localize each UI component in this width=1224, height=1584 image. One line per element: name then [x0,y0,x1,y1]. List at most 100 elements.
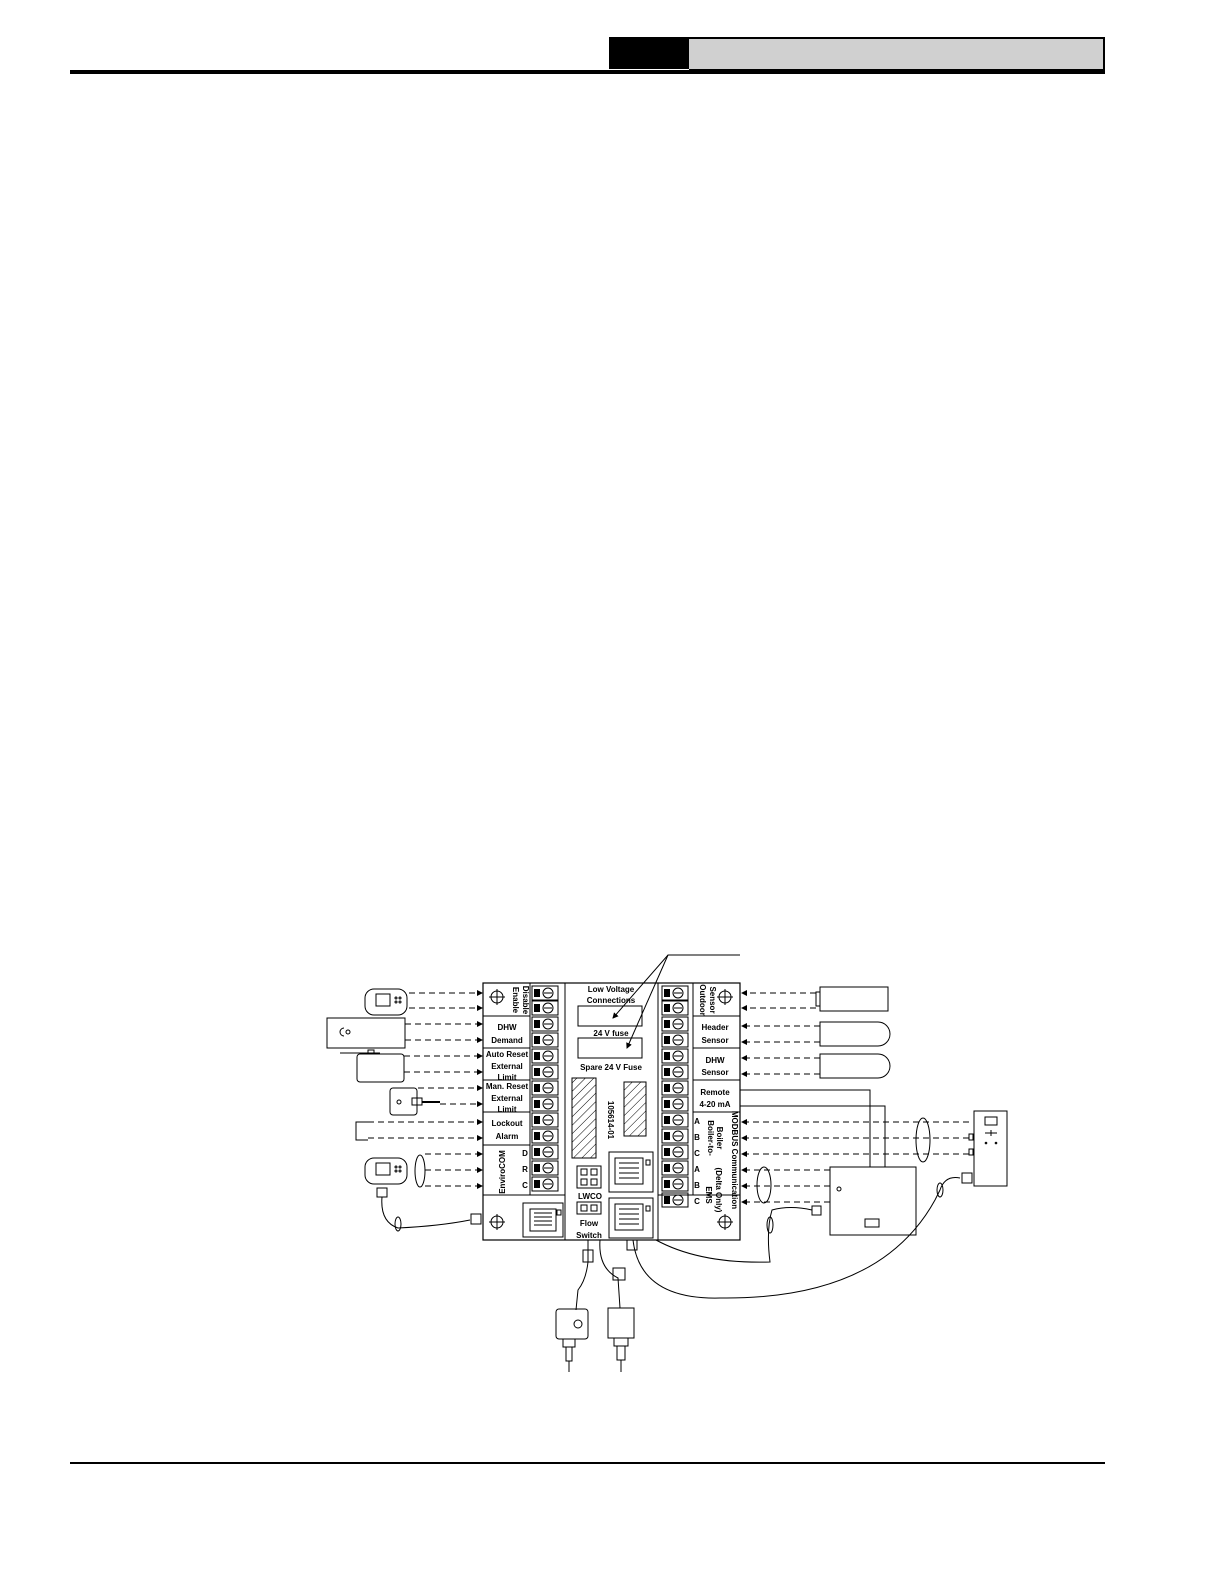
label-enable: Enable [511,987,520,1014]
spare-fuse-holder [577,1037,643,1059]
right-field-wires [741,990,969,1205]
right-terminal-strip [661,985,689,1208]
header-tab-grey [689,37,1105,71]
left-terminal-10 [531,1128,559,1144]
right-terminal-6 [661,1064,689,1080]
left-terminal-4 [531,1032,559,1048]
label-man-reset-1: Man. Reset [486,1082,529,1091]
left-terminal-3 [531,1016,559,1032]
label-dhw-1: DHW [705,1056,725,1065]
label-b2b-1: Boiler-to- [706,1120,715,1156]
label-term-b2: B [694,1181,700,1190]
label-lockout-2: Alarm [496,1132,519,1141]
label-envirocom: EnviroCOM [498,1150,507,1194]
right-terminal-12 [661,1160,689,1176]
auto-reset-limit-switch [340,1049,405,1083]
label-term-c: C [522,1181,528,1190]
label-term-a1: A [694,1117,700,1126]
center-rj-jacks [608,1151,654,1239]
label-term-b1: B [694,1133,700,1142]
envirocom-thermostat [364,1154,482,1232]
dhw-sensor [819,1053,891,1079]
label-header-2: Sensor [701,1036,728,1045]
thermostat-enable [364,988,408,1016]
left-field-wires [368,990,483,1189]
right-terminal-5 [661,1048,689,1064]
center-rj-plug [626,1239,638,1251]
flow-switch-connector [576,1201,602,1215]
label-term-c2: C [694,1197,700,1206]
dhw-aquastat [326,1017,406,1049]
label-part-number: 105614-01 [606,1101,615,1140]
left-terminal-13 [531,1176,559,1192]
label-ems-1: EMS [704,1186,713,1204]
label-b2b-2: Boiler [715,1127,724,1150]
right-terminal-13 [661,1176,689,1192]
label-outdoor-2: Sensor [708,986,717,1013]
left-section-dividers [483,1015,565,1196]
communication-cables [632,1089,961,1299]
label-dhw-demand-1: DHW [497,1023,517,1032]
left-terminal-11 [531,1144,559,1160]
right-terminal-2 [661,1000,689,1016]
lwco-sensor [599,1239,635,1372]
callout-leaders [612,954,740,1049]
header-rule [70,70,1105,74]
right-terminal-3 [661,1016,689,1032]
label-term-d: D [522,1149,528,1158]
label-spare-fuse: Spare 24 V Fuse [580,1063,642,1072]
label-man-reset-3: Limit [497,1105,516,1114]
label-lockout-1: Lockout [491,1119,522,1128]
mounting-holes [489,989,733,1230]
label-disable: Disable [521,986,530,1015]
right-terminal-4 [661,1032,689,1048]
label-term-r: R [522,1165,528,1174]
label-term-a2: A [694,1165,700,1174]
label-dhw-2: Sensor [701,1068,728,1077]
header-tab-black [609,37,689,69]
lwco-connector [576,1165,602,1189]
left-terminal-2 [531,1000,559,1016]
footer-rule [70,1462,1105,1464]
label-remote-1: Remote [700,1088,730,1097]
fuse-holder [577,1005,643,1027]
label-auto-reset-3: Limit [497,1073,516,1082]
right-terminal-11 [661,1144,689,1160]
hatched-block-left [571,1077,597,1159]
right-terminal-7 [661,1080,689,1096]
label-low-voltage-2: Connections [587,996,636,1005]
label-auto-reset-2: External [491,1062,523,1071]
flow-switch-sensor [555,1240,594,1372]
label-header-1: Header [701,1023,728,1032]
left-terminal-1 [531,985,559,1001]
right-terminal-9 [661,1112,689,1128]
label-remote-2: 4-20 mA [699,1100,730,1109]
right-terminal-1 [661,985,689,1001]
hatched-block-right [623,1081,647,1137]
label-flow-1: Flow [580,1219,599,1228]
boiler-cabinet [961,1110,1008,1187]
right-section-dividers [658,1015,740,1196]
left-terminal-12 [531,1160,559,1176]
label-fuse: 24 V fuse [593,1029,629,1038]
left-terminal-5 [531,1048,559,1064]
label-lwco: LWCO [578,1192,602,1201]
left-terminal-strip [531,985,559,1192]
header-sensor [819,1021,891,1047]
label-auto-reset-1: Auto Reset [486,1050,529,1059]
envirocom-rj-jack [522,1202,564,1238]
label-ems-2: (Delta Only) [714,1168,723,1213]
left-terminal-8 [531,1096,559,1112]
label-term-c1: C [694,1149,700,1158]
label-outdoor-1: Outdoor [698,984,707,1016]
label-flow-2: Switch [576,1231,602,1240]
left-terminal-9 [531,1112,559,1128]
right-terminal-14 [661,1192,689,1208]
label-man-reset-2: External [491,1094,523,1103]
left-terminal-7 [531,1080,559,1096]
label-modbus: MODBUS Communication [730,1111,739,1209]
left-terminal-6 [531,1064,559,1080]
label-dhw-demand-2: Demand [491,1036,523,1045]
right-terminal-10 [661,1128,689,1144]
